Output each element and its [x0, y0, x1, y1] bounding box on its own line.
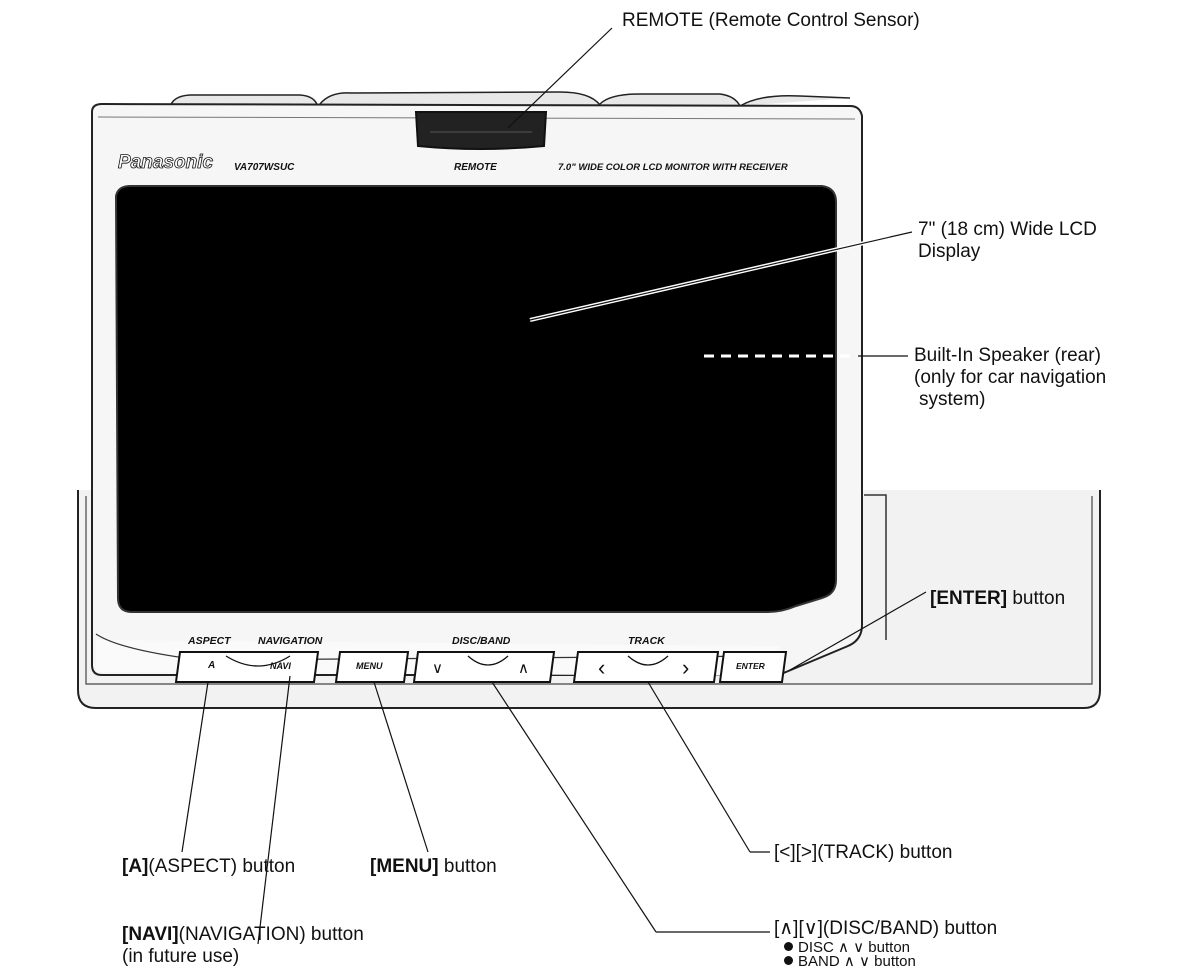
track-button-group [572, 651, 720, 683]
menu-button-label: MENU [356, 661, 383, 671]
disc-bullet: DISC ∧ ∨ button [784, 940, 910, 955]
aspect-callout: [A](ASPECT) button [122, 856, 295, 878]
menu-button[interactable]: MENU [334, 651, 410, 683]
lcd-callout-line2: Display [918, 241, 981, 262]
remote-label: REMOTE [454, 162, 497, 173]
track-panel-label: TRACK [628, 635, 666, 647]
enter-callout-rest: button [1007, 588, 1066, 609]
aspect-navi-button-group [174, 651, 320, 683]
disc-band-up-button[interactable]: ∧ [518, 660, 529, 677]
down-arrow-icon: ∨ [432, 660, 443, 677]
aspect-button-label: A [207, 660, 215, 671]
navi-callout: [NAVI](NAVIGATION) button (in future use… [122, 924, 364, 968]
discband-panel-label: DISC/BAND [452, 635, 511, 647]
navi-callout-key: [NAVI] [122, 924, 179, 945]
menu-callout: [MENU] button [370, 856, 497, 878]
navi-button[interactable]: NAVI [270, 661, 291, 671]
speaker-callout-line2: (only for car navigation [914, 367, 1107, 388]
bullet-icon [784, 955, 793, 965]
aspect-callout-key: [A] [122, 856, 149, 877]
speaker-callout-line3: system) [919, 389, 986, 410]
enter-button-label: ENTER [736, 661, 766, 671]
remote-callout: REMOTE (Remote Control Sensor) [622, 10, 920, 31]
lcd-callout-line1: 7" (18 cm) Wide LCD [918, 219, 1097, 240]
navi-callout-rest: (NAVIGATION) button [178, 924, 364, 945]
navi-button-label: NAVI [270, 661, 291, 671]
lcd-display [114, 185, 837, 613]
band-bullet: BAND ∧ ∨ button [784, 954, 916, 969]
track-next-button[interactable]: › [682, 655, 689, 680]
up-arrow-icon: ∧ [518, 660, 529, 677]
enter-button[interactable]: ENTER [718, 651, 788, 683]
aspect-button[interactable]: A [207, 660, 215, 671]
track-callout: [<][>](TRACK) button [774, 842, 953, 863]
menu-callout-key: [MENU] [370, 856, 439, 877]
chevron-left-icon: ‹ [598, 655, 605, 680]
enter-callout: [ENTER] button [930, 588, 1065, 610]
lcd-callout: 7" (18 cm) Wide LCD Display [918, 219, 1097, 263]
discband-callout: [∧][∨](DISC/BAND) button [774, 918, 998, 939]
aspect-panel-label: ASPECT [187, 635, 232, 647]
navi-callout-line2: (in future use) [122, 946, 240, 967]
brand-logo: Panasonic [118, 152, 213, 173]
navigation-panel-label: NAVIGATION [258, 635, 323, 647]
disc-band-down-button[interactable]: ∨ [432, 660, 443, 677]
product-description: 7.0" WIDE COLOR LCD MONITOR WITH RECEIVE… [558, 162, 788, 173]
housing-top-tabs [169, 91, 851, 109]
leader-lines [181, 27, 927, 945]
chevron-right-icon: › [682, 655, 689, 680]
aspect-callout-rest: (ASPECT) button [148, 856, 296, 877]
speaker-callout-line1: Built-In Speaker (rear) [914, 345, 1101, 366]
discband-button-group [412, 651, 556, 683]
remote-sensor [414, 111, 548, 150]
menu-callout-rest: button [438, 856, 497, 877]
band-bullet-text: BAND ∧ ∨ button [798, 953, 916, 970]
enter-callout-key: [ENTER] [930, 588, 1008, 609]
disc-bullet-text: DISC ∧ ∨ button [798, 939, 911, 956]
bullet-icon [784, 941, 793, 951]
speaker-callout: Built-In Speaker (rear) (only for car na… [914, 345, 1106, 411]
track-prev-button[interactable]: ‹ [598, 655, 605, 680]
model-label: VA707WSUC [234, 162, 295, 173]
